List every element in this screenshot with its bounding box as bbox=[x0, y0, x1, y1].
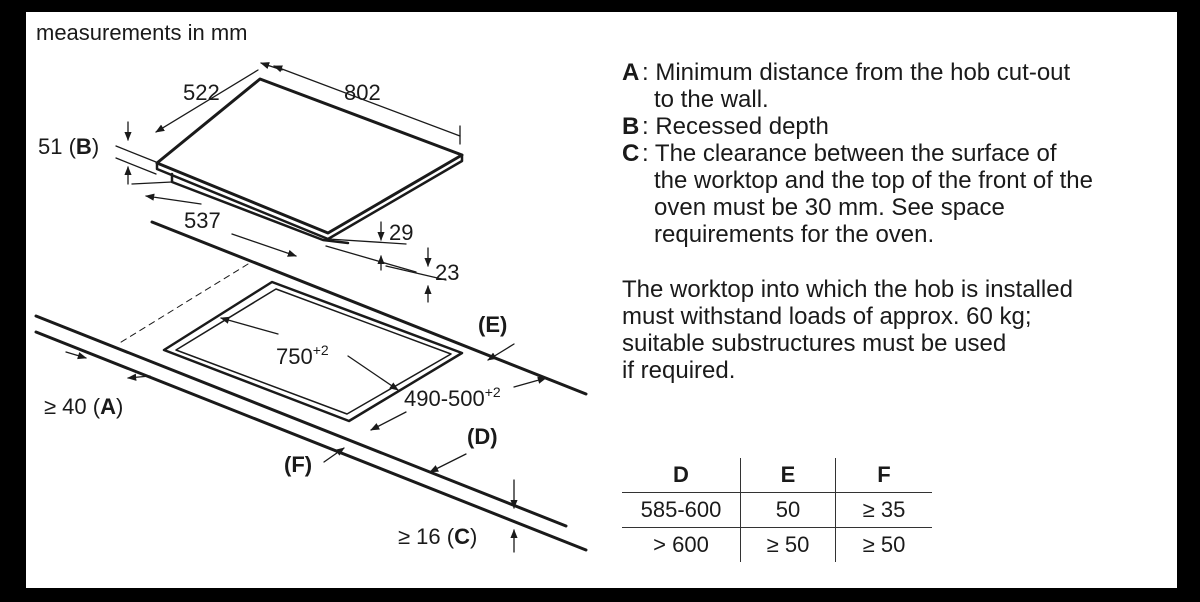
dimension-51 bbox=[115, 121, 157, 185]
label-clearance: ≥ 16 (C) bbox=[398, 524, 477, 549]
drawing-panel: measurements in mm 522 802 51 (B) 537 29… bbox=[26, 12, 1177, 588]
worktop-bottom-edge bbox=[34, 330, 588, 552]
table-cell: 50 bbox=[740, 492, 836, 528]
note-line: suitable substructures must be used bbox=[622, 330, 1007, 357]
note-line: The worktop into which the hob is instal… bbox=[622, 276, 1073, 303]
dimension-537 bbox=[131, 181, 297, 257]
worktop-back-edge bbox=[150, 220, 588, 396]
hob-installation-diagram: measurements in mm 522 802 51 (B) 537 29… bbox=[34, 20, 588, 553]
label-hob-width: 522 bbox=[183, 80, 220, 105]
heading: measurements in mm bbox=[36, 20, 248, 45]
label-e: (E) bbox=[478, 312, 507, 337]
hob-base bbox=[170, 172, 350, 245]
dimension-23 bbox=[385, 247, 447, 303]
label-d: (D) bbox=[467, 424, 498, 449]
table-row: 585-600 50 ≥ 35 bbox=[622, 492, 932, 528]
note-line: if required. bbox=[622, 357, 736, 384]
label-cutout-depth: 490-500+2 bbox=[404, 384, 501, 411]
label-height-23: 23 bbox=[435, 260, 459, 285]
leader-f bbox=[323, 447, 345, 463]
dimension-29 bbox=[325, 221, 417, 273]
definition-line: : Minimum distance from the hob cut-out bbox=[642, 59, 1071, 86]
table-row: > 600 ≥ 50 ≥ 50 bbox=[622, 527, 932, 562]
note-line: must withstand loads of approx. 60 kg; bbox=[622, 303, 1032, 330]
label-wall-distance: ≥ 40 (A) bbox=[44, 394, 123, 419]
table-cell: ≥ 35 bbox=[835, 492, 932, 528]
label-cutout-length: 750+2 bbox=[276, 342, 329, 369]
definition-b: B : Recessed depth bbox=[622, 113, 1162, 140]
construction-line bbox=[117, 263, 249, 345]
load-note: The worktop into which the hob is instal… bbox=[622, 276, 1162, 384]
table-header-row: D E F bbox=[622, 458, 932, 493]
worktop-front-edge bbox=[34, 314, 568, 528]
definition-key: A bbox=[622, 59, 640, 86]
table-header-e: E bbox=[740, 458, 836, 493]
hob-glass-top bbox=[155, 77, 464, 235]
definition-line: the worktop and the top of the front of … bbox=[654, 167, 1093, 194]
definition-key: B bbox=[622, 113, 640, 140]
dimension-802 bbox=[273, 65, 461, 145]
table-cell: ≥ 50 bbox=[835, 527, 932, 562]
table-cell: ≥ 50 bbox=[740, 527, 836, 562]
dimension-table: D E F 585-600 50 ≥ 35 > 600 ≥ 50 ≥ 50 bbox=[622, 458, 932, 562]
label-recess: 51 (B) bbox=[38, 134, 99, 159]
label-f: (F) bbox=[284, 452, 312, 477]
definition-line: to the wall. bbox=[654, 86, 769, 113]
label-height-29: 29 bbox=[389, 220, 413, 245]
definition-c: C : The clearance between the surface of… bbox=[622, 140, 1162, 248]
table-header-f: F bbox=[835, 458, 932, 493]
definition-line: requirements for the oven. bbox=[654, 221, 935, 248]
dimension-490-500 bbox=[370, 376, 547, 431]
dimension-40 bbox=[65, 351, 151, 381]
definition-key: C bbox=[622, 140, 640, 167]
definition-a: A : Minimum distance from the hob cut-ou… bbox=[622, 59, 1162, 113]
definition-line: : Recessed depth bbox=[642, 113, 829, 140]
cutout-outer bbox=[162, 280, 464, 423]
table-cell: > 600 bbox=[653, 532, 709, 557]
definition-line: oven must be 30 mm. See space bbox=[654, 194, 1005, 221]
table-header-d: D bbox=[622, 458, 741, 493]
table-cell: 585-600 bbox=[622, 492, 741, 528]
legend: A : Minimum distance from the hob cut-ou… bbox=[622, 59, 1162, 384]
leader-e bbox=[487, 343, 515, 361]
definition-line: : The clearance between the surface of bbox=[642, 140, 1057, 167]
label-base-width: 537 bbox=[184, 208, 221, 233]
def-table: D E F 585-600 50 ≥ 35 > 600 ≥ 50 ≥ 50 bbox=[622, 458, 932, 562]
cutout-inner bbox=[175, 288, 452, 415]
label-hob-depth: 802 bbox=[344, 80, 381, 105]
leader-d bbox=[429, 453, 467, 473]
dimension-750 bbox=[220, 316, 399, 391]
